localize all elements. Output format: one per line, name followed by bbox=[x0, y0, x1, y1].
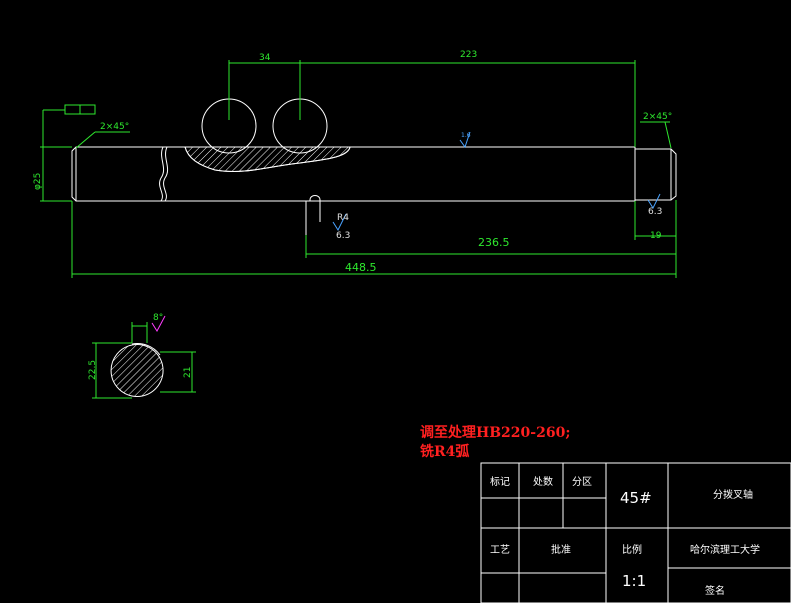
tb-process: 工艺 bbox=[490, 544, 510, 556]
dim-section-dia: 22.5 bbox=[88, 360, 98, 380]
dimension-lines bbox=[40, 60, 677, 278]
shaft-main-view bbox=[71, 98, 677, 235]
dim-19: 19 bbox=[650, 231, 662, 241]
dim-roughness-right: 6.3 bbox=[648, 207, 662, 217]
tb-count: 处数 bbox=[533, 475, 553, 488]
note-heat-treatment: 调至处理HB220-260; bbox=[420, 424, 571, 441]
tb-zone: 分区 bbox=[572, 476, 592, 488]
dim-236-5: 236.5 bbox=[478, 236, 510, 249]
dim-34: 34 bbox=[259, 53, 271, 63]
datum-box bbox=[64, 104, 96, 115]
break-line-2 bbox=[163, 146, 169, 202]
cross-section-view bbox=[92, 315, 196, 399]
tb-sign: 签名 bbox=[705, 584, 725, 597]
tb-school: 哈尔滨理工大学 bbox=[690, 543, 760, 556]
roughness-symbols bbox=[332, 131, 661, 232]
dim-section-flat: 21 bbox=[183, 367, 193, 378]
tb-approve: 批准 bbox=[551, 543, 571, 556]
dim-diameter: φ25 bbox=[33, 173, 43, 190]
tb-scale-label: 比例 bbox=[622, 543, 642, 556]
tb-scale: 1:1 bbox=[622, 572, 646, 590]
partial-section-boundary bbox=[184, 146, 351, 172]
break-line bbox=[159, 146, 165, 202]
dim-roughness-mid: 1.6 bbox=[461, 132, 471, 139]
dim-chamfer-left: 2×45° bbox=[100, 122, 129, 132]
tb-part-name: 分拨叉轴 bbox=[713, 488, 753, 501]
title-block bbox=[480, 462, 791, 603]
section-shape bbox=[110, 344, 164, 397]
dim-section-angle: 8° bbox=[153, 313, 163, 323]
dim-448-5: 448.5 bbox=[345, 261, 377, 274]
dim-r4: R4 bbox=[337, 213, 349, 223]
dim-chamfer-right: 2×45° bbox=[643, 112, 672, 122]
tb-material: 45# bbox=[620, 489, 652, 507]
dim-roughness-slot: 6.3 bbox=[336, 231, 350, 241]
note-mill-r4: 铣R4弧 bbox=[420, 443, 469, 460]
r4-slot bbox=[309, 195, 321, 222]
dim-223: 223 bbox=[460, 50, 477, 60]
tb-mark: 标记 bbox=[490, 476, 510, 488]
